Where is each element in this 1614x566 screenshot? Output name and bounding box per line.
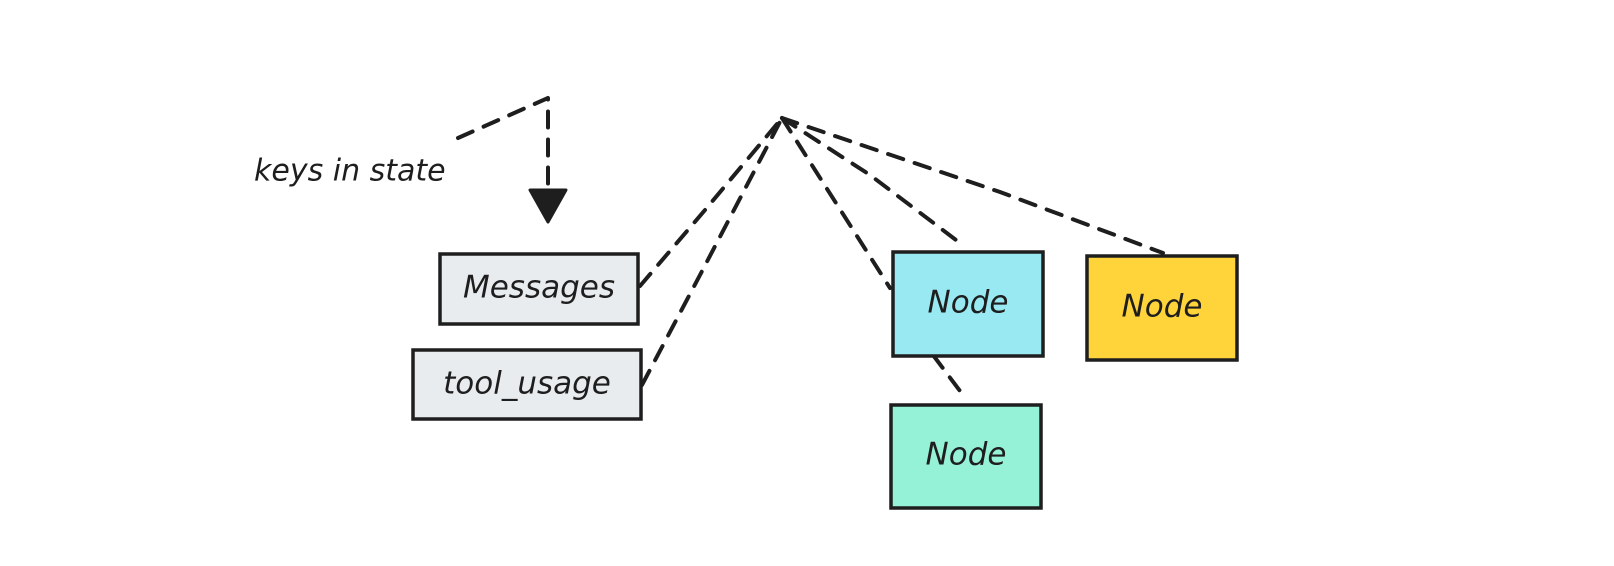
node-yellow[interactable]: Node xyxy=(1085,254,1239,362)
node-label: Node xyxy=(928,285,1009,321)
connector-hub-to-node-3 xyxy=(780,116,962,245)
node-label: Node xyxy=(926,437,1007,473)
state-key-messages[interactable]: Messages xyxy=(438,252,640,326)
connector-node-1-to-node-3 xyxy=(931,353,965,397)
state-key-box xyxy=(411,348,643,421)
state-key-box xyxy=(438,252,640,326)
connector-messages-to-hub xyxy=(638,116,784,288)
state-key-label: tool_usage xyxy=(443,366,611,402)
annotation-arrowhead xyxy=(528,188,568,224)
node-mint[interactable]: Node xyxy=(889,403,1043,510)
node-box xyxy=(1085,254,1239,362)
annotation-arrow-line xyxy=(456,96,550,194)
state-key-label: Messages xyxy=(463,270,615,306)
connector-hub-to-node-2 xyxy=(780,116,1165,255)
connector-hub-to-node-1 xyxy=(780,116,892,290)
node-cyan[interactable]: Node xyxy=(891,250,1045,358)
node-label: Node xyxy=(1122,289,1203,325)
node-box xyxy=(889,403,1043,510)
state-key-tool-usage[interactable]: tool_usage xyxy=(411,348,643,421)
connector-tool-usage-to-hub xyxy=(640,116,784,387)
annotation-label: keys in state xyxy=(254,154,446,189)
node-box xyxy=(891,250,1045,358)
